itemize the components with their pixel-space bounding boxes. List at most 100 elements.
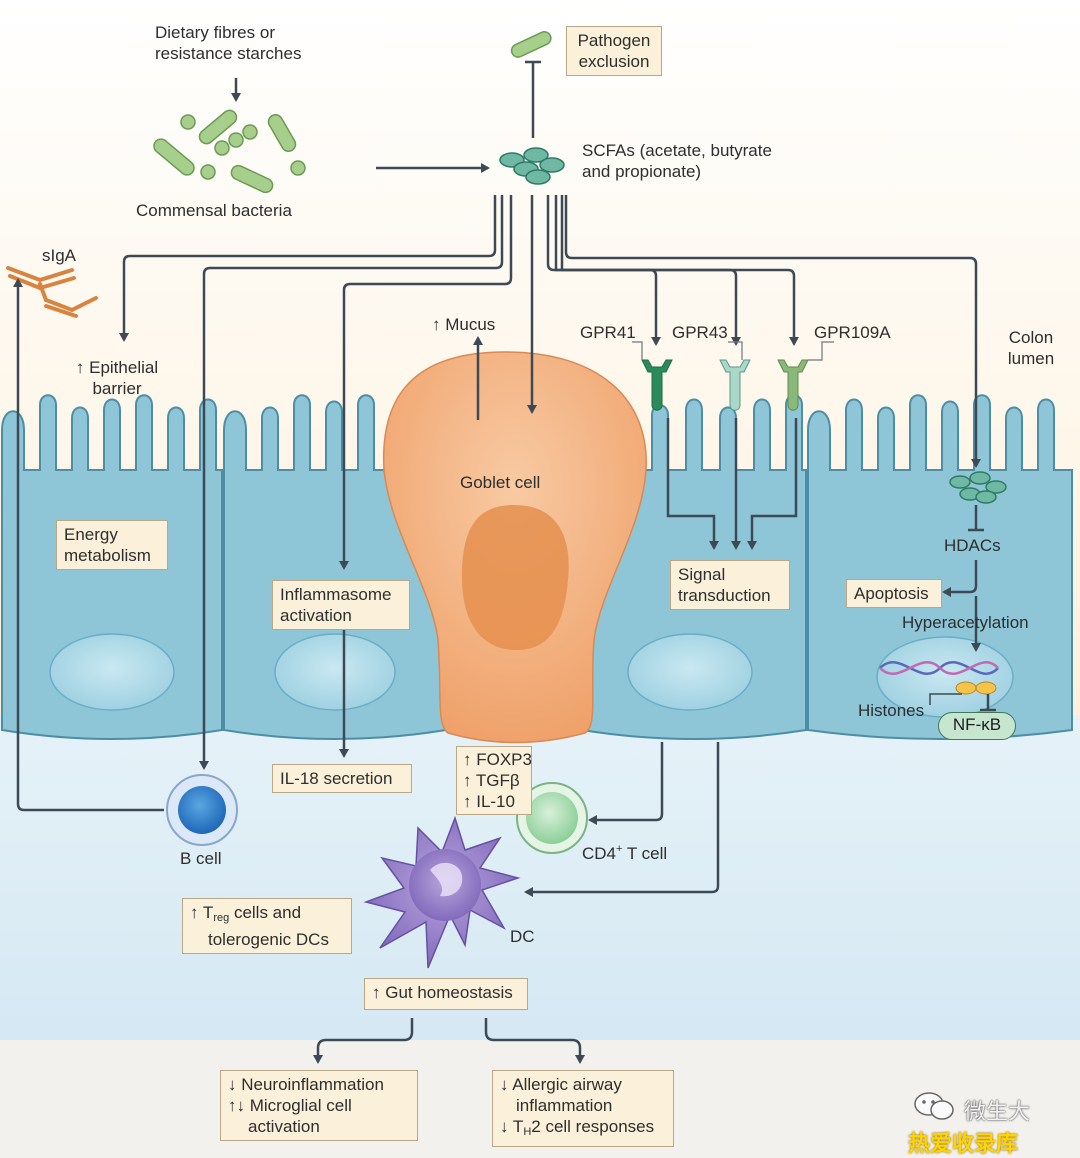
- arrow-to-dc: [524, 742, 720, 897]
- goblet-cell-label: Goblet cell: [460, 473, 541, 492]
- gpr109a-label: GPR109A: [814, 323, 891, 342]
- allergic-line-3: ↓ TH2 cell responses: [500, 1116, 666, 1143]
- commensal-bacteria-label: Commensal bacteria: [136, 201, 292, 220]
- arrow-gpr41-signal: [666, 418, 719, 550]
- dc-label: DC: [510, 927, 535, 946]
- energy-line-1: Energy: [64, 525, 118, 544]
- pathway-arrows: [13, 60, 996, 1064]
- scfa-nuclear-icon: [949, 471, 1007, 504]
- energy-line-2: metabolism: [64, 546, 151, 565]
- commensal-bacteria-icon: [153, 109, 306, 194]
- pathogen-icon: [510, 31, 552, 58]
- energy-metabolism-box: Energy metabolism: [56, 520, 168, 570]
- dietary-line-1: Dietary fibres or: [155, 23, 275, 42]
- arrow-to-b-cell: [199, 195, 504, 770]
- inflammasome-line-2: activation: [280, 606, 352, 625]
- neuro-line-2: ↑↓ Microglial cell: [228, 1096, 352, 1115]
- gpr43-receptor-icon: [719, 359, 751, 411]
- arrow-to-inflammasome: [339, 195, 513, 570]
- treg-sub: reg: [213, 912, 230, 924]
- pathogen-exclusion-box: Pathogen exclusion: [566, 26, 662, 76]
- arrow-to-epithelial-barrier: [119, 195, 497, 342]
- hyperacetylation-label: Hyperacetylation: [902, 613, 1029, 632]
- histones-label: Histones: [858, 701, 925, 720]
- inflammasome-activation-box: Inflammasome activation: [272, 580, 410, 630]
- neuroinflammation-box: ↓ Neuroinflammation ↑↓ Microglial cell a…: [220, 1070, 418, 1141]
- inflammasome-line-1: Inflammasome: [280, 585, 392, 604]
- apoptosis-box: Apoptosis: [846, 579, 942, 608]
- label-leaders: [632, 341, 834, 361]
- arrow-to-neuro: [313, 1018, 414, 1064]
- tissue-background: [0, 715, 1080, 1040]
- arrow-apoptosis: [942, 560, 978, 597]
- scfa-label: SCFAs (acetate, butyrate and propionate): [582, 140, 772, 182]
- epithelial-cell-4: [807, 394, 1073, 740]
- foxp3-line-1: ↑ FOXP3: [463, 750, 532, 769]
- scfa-line-2: and propionate): [582, 162, 702, 181]
- epithelial-line-2: barrier: [92, 379, 142, 398]
- epithelial-line-1: ↑ Epithelial: [75, 358, 159, 377]
- watermark-line-2: 热爱收录库: [908, 1132, 1019, 1157]
- gpr109a-receptor-icon: [777, 359, 809, 411]
- treg-suffix: cells and: [229, 903, 302, 922]
- treg-line-1: ↑ Treg cells and: [190, 902, 344, 929]
- gpr41-receptor-icon: [641, 359, 673, 411]
- colon-lumen-label: Colon lumen: [998, 327, 1064, 369]
- nucleus-3: [627, 633, 753, 711]
- dietary-fibres-label: Dietary fibres or resistance starches: [155, 22, 301, 64]
- neuro-line-3: activation: [248, 1117, 320, 1136]
- signal-line-1: Signal: [678, 565, 726, 584]
- foxp3-box: ↑ FOXP3 ↑ TGFβ ↑ IL-10: [456, 746, 532, 815]
- arrow-to-allergic: [484, 1018, 585, 1064]
- arrow-gpr109a-signal: [747, 418, 798, 550]
- wechat-icon: [914, 1092, 954, 1120]
- allergic-line-2: inflammation: [516, 1096, 613, 1115]
- signal-transduction-box: Signal transduction: [670, 560, 790, 610]
- nf-kb-badge: NF-κB: [938, 712, 1016, 740]
- histones-icon: [955, 681, 997, 695]
- arrow-to-nucleus: [564, 195, 981, 468]
- allergic-airway-box: ↓ Allergic airway inflammation ↓ TH2 cel…: [492, 1070, 674, 1147]
- allergic-sub: H: [523, 1126, 532, 1138]
- goblet-nucleus: [462, 505, 569, 650]
- allergic-prefix: ↓ T: [500, 1117, 524, 1136]
- cd4-prefix: CD4: [582, 844, 617, 863]
- watermark-line-1: 微生大: [964, 1100, 1031, 1125]
- foxp3-line-3: ↑ IL-10: [463, 792, 515, 811]
- arrow-to-gpr109a: [560, 195, 799, 346]
- dna-helix-icon: [879, 660, 999, 676]
- hdacs-label: HDACs: [944, 536, 1001, 555]
- scfa-line-1: SCFAs (acetate, butyrate: [582, 141, 772, 160]
- b-cell-label: B cell: [180, 849, 222, 868]
- arrow-to-t-cell: [588, 742, 664, 825]
- gut-homeostasis-box: ↑ Gut homeostasis: [364, 978, 528, 1010]
- colon-line-1: Colon: [1008, 328, 1054, 347]
- dendritic-cell-icon: [363, 815, 521, 969]
- pathogen-line-2: exclusion: [578, 52, 650, 71]
- b-cell-icon: [166, 774, 238, 846]
- treg-line-2: tolerogenic DCs: [208, 930, 329, 949]
- allergic-suffix: 2 cell responses: [531, 1117, 655, 1136]
- cd4-t-cell-label: CD4+ T cell: [582, 839, 667, 864]
- scfa-molecules-icon: [499, 147, 565, 185]
- mucus-label: ↑ Mucus: [432, 315, 496, 334]
- cd4-t-cell-icon: [516, 782, 588, 854]
- nucleus-2: [274, 633, 396, 711]
- cd4-suffix: T cell: [622, 844, 668, 863]
- nucleus-1: [49, 633, 175, 711]
- gpr41-label: GPR41: [580, 323, 636, 342]
- pathogen-line-1: Pathogen: [577, 31, 651, 50]
- treg-box: ↑ Treg cells and tolerogenic DCs: [182, 898, 352, 954]
- gpr43-label: GPR43: [672, 323, 728, 342]
- colon-line-2: lumen: [1007, 349, 1055, 368]
- il18-secretion-box: IL-18 secretion: [272, 764, 412, 793]
- arrow-b-cell-to-sigA: [13, 278, 164, 812]
- signal-line-2: transduction: [678, 586, 771, 605]
- treg-prefix: ↑ T: [190, 903, 214, 922]
- foxp3-line-2: ↑ TGFβ: [463, 771, 520, 790]
- dietary-line-2: resistance starches: [155, 44, 302, 63]
- neuro-line-1: ↓ Neuroinflammation: [228, 1075, 384, 1094]
- histones-leader: [929, 693, 962, 705]
